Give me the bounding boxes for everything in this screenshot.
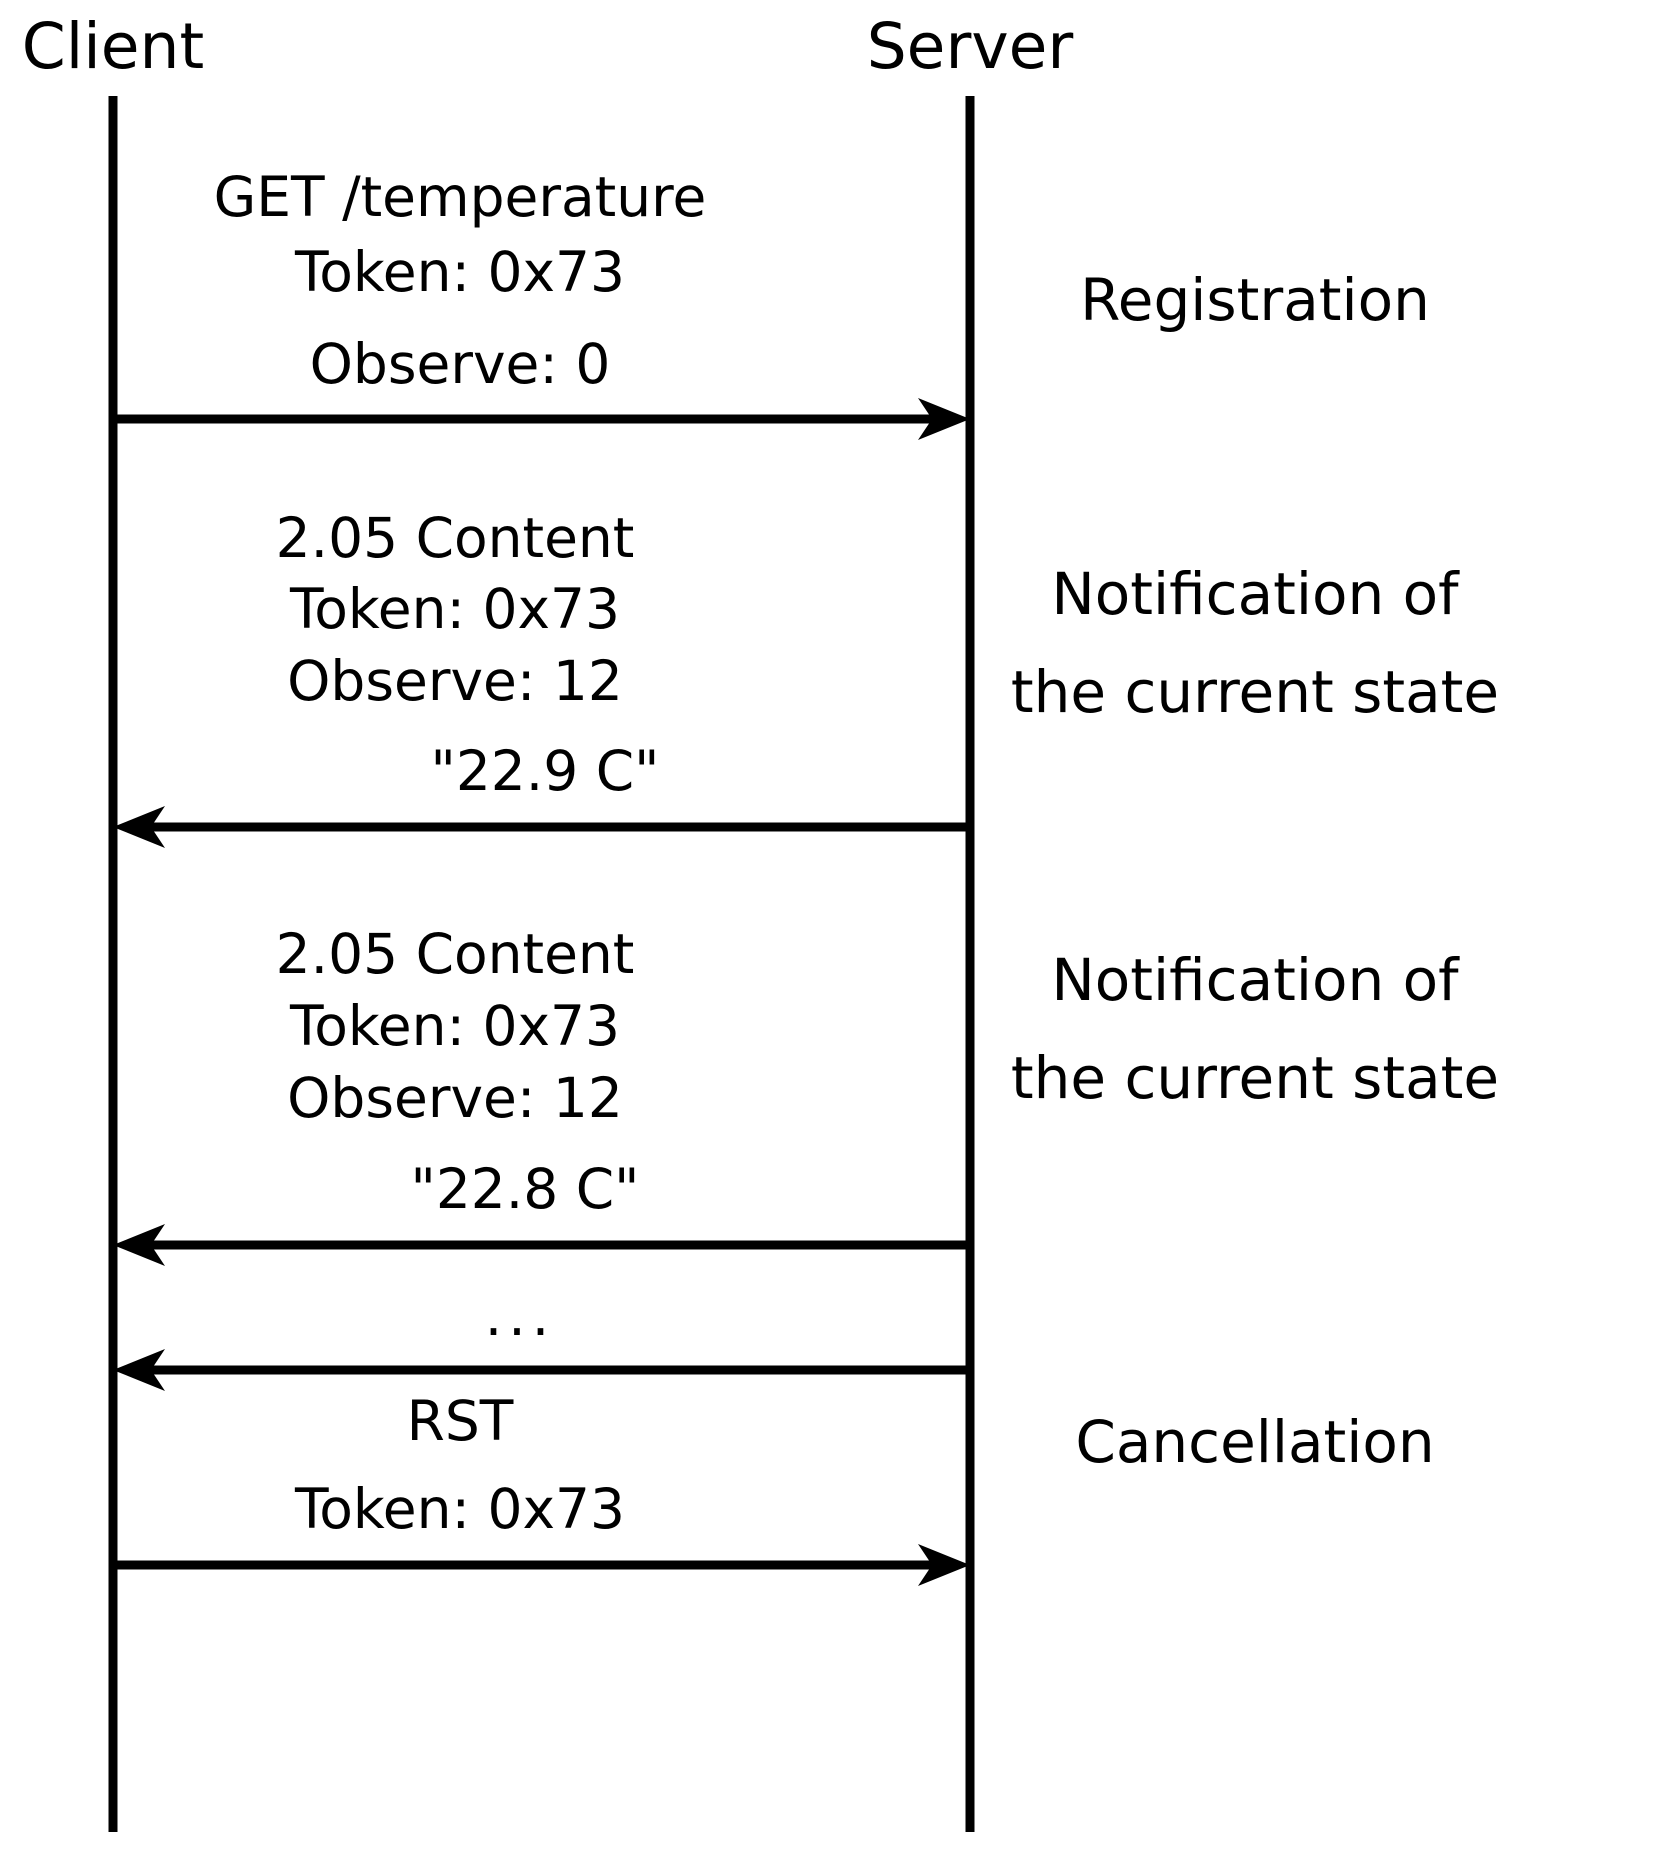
annotation-registration: Registration bbox=[1080, 266, 1430, 334]
message-cancellation-line-2: Token: 0x73 bbox=[294, 1477, 625, 1541]
message-notification-2-line-1: 2.05 Content bbox=[276, 922, 635, 986]
message-notification-2-line-2: Token: 0x73 bbox=[289, 994, 620, 1058]
annotation-cancellation: Cancellation bbox=[1075, 1408, 1434, 1476]
message-notification-1-arrowhead-left bbox=[113, 806, 165, 848]
actor-label-server: Server bbox=[867, 10, 1074, 83]
message-notification-more: ... bbox=[113, 1284, 970, 1391]
actor-label-client: Client bbox=[22, 10, 204, 83]
message-notification-2-line-3: Observe: 12 bbox=[287, 1066, 623, 1130]
message-notification-1-payload: "22.9 C" bbox=[431, 739, 660, 803]
message-notification-more-arrowhead-left bbox=[113, 1349, 165, 1391]
message-registration-line-2: Token: 0x73 bbox=[294, 240, 625, 304]
message-notification-1-line-3: Observe: 12 bbox=[287, 649, 623, 713]
annotation-notification-1-line-2: the current state bbox=[1011, 658, 1499, 726]
annotation-notification-1: Notification of the current state bbox=[1011, 560, 1499, 726]
message-notification-1-line-1: 2.05 Content bbox=[276, 506, 635, 570]
annotation-notification-2: Notification of the current state bbox=[1011, 946, 1499, 1112]
message-notification-2: 2.05 Content Token: 0x73 Observe: 12 "22… bbox=[113, 922, 970, 1266]
message-registration-line-1: GET /temperature bbox=[214, 165, 707, 229]
message-notification-2-arrowhead-left bbox=[113, 1224, 165, 1266]
message-registration: GET /temperature Token: 0x73 Observe: 0 bbox=[113, 165, 970, 440]
message-notification-1: 2.05 Content Token: 0x73 Observe: 12 "22… bbox=[113, 506, 970, 848]
annotation-notification-2-line-2: the current state bbox=[1011, 1044, 1499, 1112]
annotation-notification-2-line-1: Notification of bbox=[1051, 946, 1460, 1014]
message-notification-2-payload: "22.8 C" bbox=[411, 1157, 640, 1221]
message-registration-arrowhead-right bbox=[918, 398, 970, 440]
message-registration-line-3: Observe: 0 bbox=[310, 332, 611, 396]
message-notification-1-line-2: Token: 0x73 bbox=[289, 577, 620, 641]
message-cancellation-arrowhead-right bbox=[918, 1544, 970, 1586]
annotation-notification-1-line-1: Notification of bbox=[1051, 560, 1460, 628]
message-cancellation: RST Token: 0x73 bbox=[113, 1389, 970, 1586]
message-notification-more-ellipsis: ... bbox=[485, 1284, 555, 1348]
message-cancellation-line-1: RST bbox=[407, 1389, 514, 1453]
